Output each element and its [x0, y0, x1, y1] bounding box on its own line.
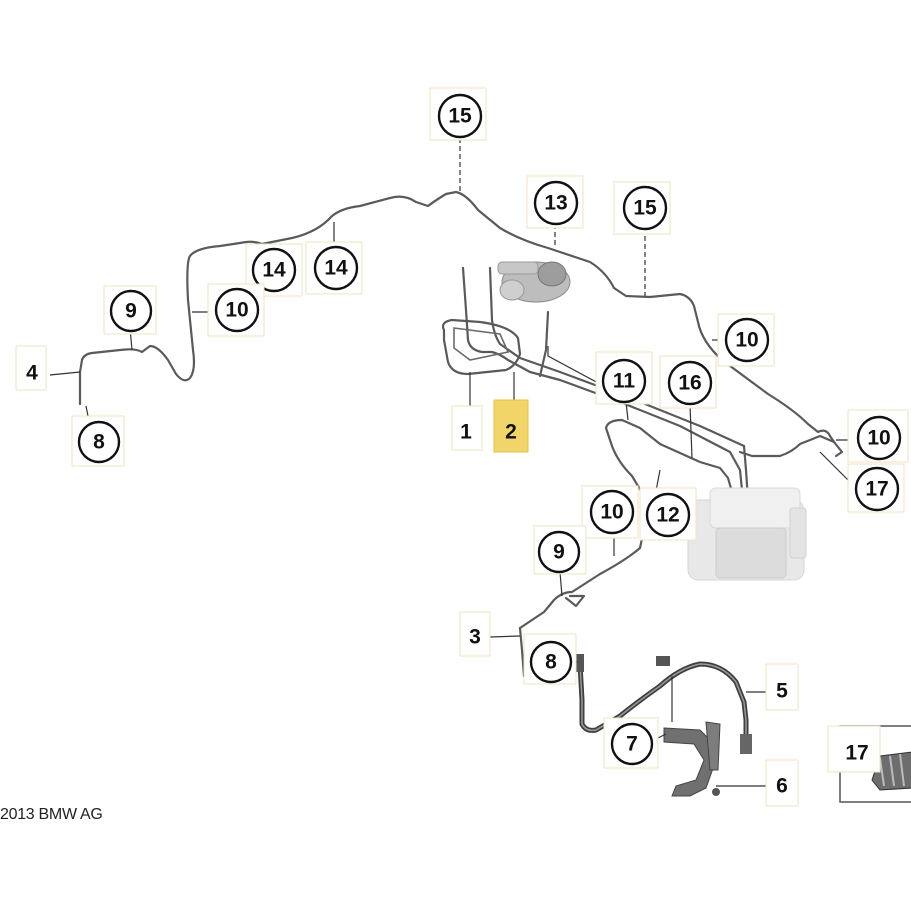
callout-6[interactable]: 6	[765, 759, 799, 807]
callout-9-middle[interactable]: 9	[533, 525, 587, 575]
svg-text:4: 4	[26, 362, 38, 385]
svg-text:16: 16	[678, 372, 701, 395]
callout-7[interactable]: 7	[603, 717, 659, 769]
svg-text:6: 6	[776, 775, 788, 798]
brake-hose	[576, 654, 752, 754]
brake-master-cylinder	[497, 261, 571, 303]
svg-text:17: 17	[865, 478, 888, 501]
callout-1[interactable]: 1	[451, 405, 483, 451]
callout-15-top[interactable]: 15	[429, 87, 487, 141]
svg-text:7: 7	[626, 733, 638, 756]
svg-text:10: 10	[867, 427, 890, 450]
copyright-notice: 2013 BMW AG	[0, 806, 103, 823]
callout-14-left[interactable]: 14	[245, 243, 303, 297]
brake-pipes	[78, 190, 844, 678]
callout-8-left[interactable]: 8	[71, 415, 125, 467]
rear-brake-line	[78, 190, 836, 444]
svg-text:10: 10	[735, 329, 758, 352]
callout-8-middle[interactable]: 8	[523, 633, 577, 685]
svg-text:10: 10	[600, 501, 623, 524]
svg-text:15: 15	[633, 197, 657, 220]
svg-text:15: 15	[448, 105, 472, 128]
callout-12[interactable]: 12	[639, 487, 697, 541]
callout-10-far-right[interactable]: 10	[847, 409, 909, 463]
callout-4[interactable]: 4	[15, 345, 47, 391]
rear-right-line	[832, 440, 844, 458]
callout-10-middle[interactable]: 10	[581, 485, 639, 539]
callout-15-right[interactable]: 15	[613, 181, 671, 235]
svg-text:9: 9	[553, 541, 565, 564]
svg-text:9: 9	[125, 300, 137, 323]
svg-text:5: 5	[776, 680, 788, 703]
svg-text:14: 14	[262, 259, 286, 282]
callout-16[interactable]: 16	[659, 355, 717, 409]
callout-10-upper-right[interactable]: 10	[717, 313, 775, 367]
svg-text:10: 10	[225, 299, 248, 322]
svg-text:14: 14	[324, 257, 348, 280]
callout-2-highlighted[interactable]: 2	[493, 399, 529, 453]
callout-9-left[interactable]: 9	[103, 285, 157, 335]
callout-10-left[interactable]: 10	[207, 283, 265, 337]
svg-text:3: 3	[469, 626, 481, 649]
pipe-bundle-1	[461, 266, 744, 492]
svg-text:8: 8	[93, 431, 105, 454]
svg-text:2: 2	[505, 421, 517, 444]
front-brake-line	[518, 418, 734, 630]
callout-5[interactable]: 5	[765, 663, 799, 711]
svg-text:8: 8	[545, 651, 557, 674]
svg-text:13: 13	[544, 192, 567, 215]
callouts: 15 13 15 14 14 9	[15, 87, 909, 807]
svg-text:1: 1	[460, 421, 472, 444]
callout-3[interactable]: 3	[459, 611, 491, 657]
abs-hydraulic-unit	[687, 487, 807, 581]
hose-bracket	[663, 721, 721, 797]
callout-13[interactable]: 13	[526, 175, 584, 229]
svg-text:17: 17	[845, 742, 868, 765]
svg-text:12: 12	[656, 504, 679, 527]
svg-text:11: 11	[613, 370, 636, 393]
callout-11[interactable]: 11	[595, 351, 653, 405]
callout-17-right[interactable]: 17	[847, 463, 905, 513]
callout-14-right[interactable]: 14	[305, 241, 363, 295]
callout-17-inset[interactable]: 17	[827, 725, 881, 773]
